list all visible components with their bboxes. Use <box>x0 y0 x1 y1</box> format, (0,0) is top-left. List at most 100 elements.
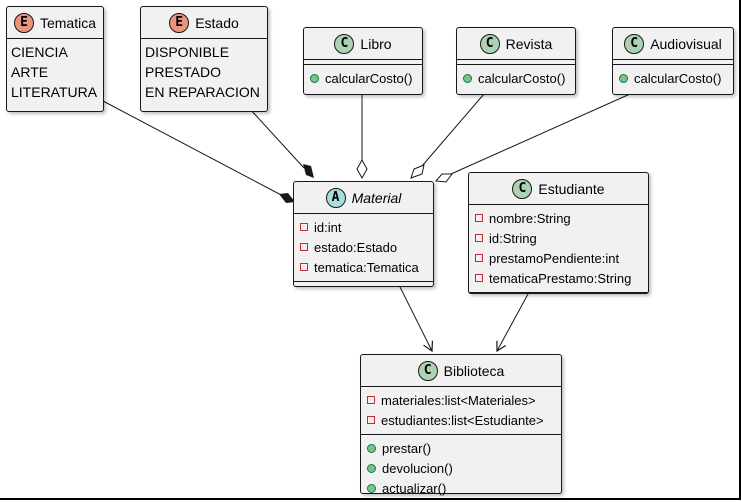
method-name: prestar() <box>382 440 432 456</box>
method-name: actualizar() <box>382 480 447 496</box>
attribute-row: id:String <box>469 228 648 248</box>
private-visibility-icon <box>300 263 308 271</box>
class-name: Estado <box>195 14 239 31</box>
methods-section: calcularCosto() <box>304 64 422 92</box>
class-estudiante[interactable]: C Estudiante nombre:String id:String pre… <box>468 172 649 294</box>
class-name: Libro <box>360 35 392 52</box>
class-stereotype-icon: C <box>624 33 645 54</box>
class-name: Biblioteca <box>443 362 505 379</box>
class-libro[interactable]: C Libro calcularCosto() <box>303 27 423 95</box>
private-visibility-icon <box>300 243 308 251</box>
methods-section: prestar() devolucion() actualizar() <box>361 434 561 502</box>
composition-diamond-tematica <box>279 193 295 203</box>
attribute-row: estudiantes:list<Estudiante> <box>361 410 561 430</box>
enum-value: ARTE <box>11 64 49 80</box>
private-visibility-icon <box>475 274 483 282</box>
attribute-row: nombre:String <box>469 208 648 228</box>
public-visibility-icon <box>310 73 319 83</box>
attribute-name: id:String <box>489 230 537 246</box>
method-name: calcularCosto() <box>325 70 413 86</box>
enum-value: CIENCIA <box>11 44 68 60</box>
enum-value: LITERATURA <box>11 84 98 100</box>
attributes-section: id:int estado:Estado tematica:Tematica <box>294 213 433 281</box>
public-visibility-icon <box>367 443 376 453</box>
attribute-row: tematica:Tematica <box>294 257 433 277</box>
public-visibility-icon <box>367 463 376 473</box>
class-audiovisual[interactable]: C Audiovisual calcularCosto() <box>612 27 734 95</box>
attribute-name: id:int <box>314 219 342 235</box>
enum-stereotype-icon: E <box>13 12 34 33</box>
attribute-row: id:int <box>294 217 433 237</box>
method-row: prestar() <box>361 438 561 458</box>
abstract-stereotype-icon: A <box>325 187 346 208</box>
class-stereotype-icon: C <box>334 33 355 54</box>
class-stereotype-icon: C <box>512 178 533 199</box>
methods-section: calcularCosto() <box>613 64 733 92</box>
enum-value: DISPONIBLE <box>145 44 230 60</box>
private-visibility-icon <box>367 396 375 404</box>
class-name: Tematica <box>39 14 97 31</box>
attributes-section <box>457 59 575 64</box>
class-header: C Biblioteca <box>361 355 561 386</box>
private-visibility-icon <box>475 214 483 222</box>
class-stereotype-icon: C <box>417 360 438 381</box>
methods-section <box>469 292 648 299</box>
class-material[interactable]: A Material id:int estado:Estado tematica… <box>293 181 434 287</box>
public-visibility-icon <box>619 73 628 83</box>
class-header: C Revista <box>457 28 575 59</box>
private-visibility-icon <box>475 234 483 242</box>
class-header: A Material <box>294 182 433 213</box>
method-name: devolucion() <box>382 460 453 476</box>
class-header: C Estudiante <box>469 173 648 204</box>
attributes-section <box>304 59 422 64</box>
method-name: calcularCosto() <box>478 70 566 86</box>
public-visibility-icon <box>367 483 376 493</box>
class-revista[interactable]: C Revista calcularCosto() <box>456 27 576 95</box>
attribute-name: tematicaPrestamo:String <box>489 270 632 286</box>
private-visibility-icon <box>367 416 375 424</box>
class-header: C Libro <box>304 28 422 59</box>
attribute-name: prestamoPendiente:int <box>489 250 620 266</box>
methods-section <box>294 281 433 288</box>
attributes-section: nombre:String id:String prestamoPendient… <box>469 204 648 292</box>
attribute-row: prestamoPendiente:int <box>469 248 648 268</box>
edge-revista-material <box>421 93 485 167</box>
class-estado[interactable]: E Estado DISPONIBLE PRESTADO EN REPARACI… <box>140 6 268 112</box>
attribute-name: materiales:list<Materiales> <box>381 392 536 408</box>
methods-section: calcularCosto() <box>457 64 575 92</box>
enum-value: EN REPARACION <box>145 84 260 100</box>
attribute-name: estudiantes:list<Estudiante> <box>381 412 544 428</box>
class-header: E Tematica <box>7 7 103 38</box>
method-row: calcularCosto() <box>304 68 422 88</box>
class-name: Audiovisual <box>650 35 722 52</box>
class-name: Material <box>351 189 402 206</box>
private-visibility-icon <box>300 223 308 231</box>
attribute-name: estado:Estado <box>314 239 398 255</box>
class-stereotype-icon: C <box>479 33 500 54</box>
attributes-section <box>613 59 733 64</box>
edge-material-biblioteca <box>399 286 434 353</box>
aggregation-diamond-libro <box>356 158 368 180</box>
enum-values: DISPONIBLE PRESTADO EN REPARACION <box>141 38 267 106</box>
attribute-name: tematica:Tematica <box>314 259 419 275</box>
attribute-row: materiales:list<Materiales> <box>361 390 561 410</box>
class-name: Estudiante <box>538 180 605 197</box>
class-header: C Audiovisual <box>613 28 733 59</box>
attribute-name: nombre:String <box>489 210 571 226</box>
method-row: calcularCosto() <box>457 68 575 88</box>
method-row: devolucion() <box>361 458 561 478</box>
attributes-section: materiales:list<Materiales> estudiantes:… <box>361 386 561 434</box>
class-tematica[interactable]: E Tematica CIENCIA ARTE LITERATURA <box>6 6 104 112</box>
enum-value: PRESTADO <box>145 64 221 80</box>
method-row: actualizar() <box>361 478 561 498</box>
method-name: calcularCosto() <box>634 70 722 86</box>
class-header: E Estado <box>141 7 267 38</box>
class-biblioteca[interactable]: C Biblioteca materiales:list<Materiales>… <box>360 354 562 496</box>
composition-diamond-estado <box>303 164 314 178</box>
public-visibility-icon <box>463 73 472 83</box>
class-name: Revista <box>505 35 553 52</box>
edge-audiovisual-material <box>450 93 631 175</box>
attribute-row: estado:Estado <box>294 237 433 257</box>
enum-values: CIENCIA ARTE LITERATURA <box>7 38 103 106</box>
